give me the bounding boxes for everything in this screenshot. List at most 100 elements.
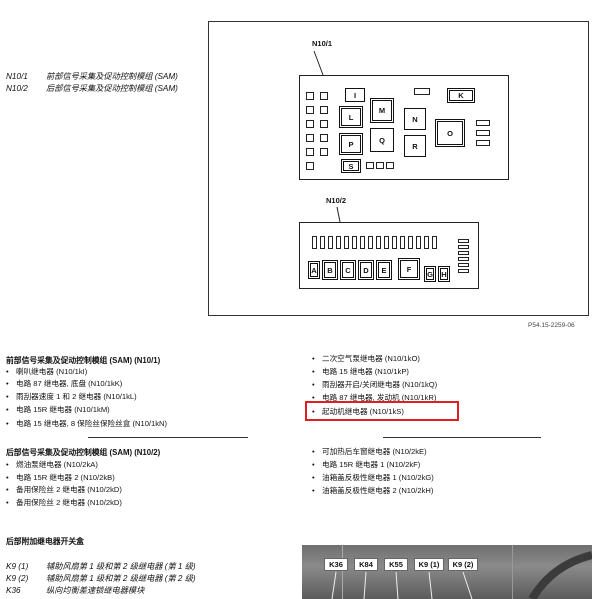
fuse-tick — [368, 236, 373, 249]
fuse-slot — [306, 134, 314, 142]
fuse-tick — [360, 236, 365, 249]
relay-b: B — [322, 260, 338, 280]
fuse-tick — [320, 236, 325, 249]
rear-sam-title: 后部信号采集及促动控制模组 (SAM) (N10/2) — [6, 448, 161, 457]
photo-wires — [331, 551, 592, 599]
relay-box-photo: K36 K84 K55 K9 (1) K9 (2) — [302, 545, 592, 599]
list-item: •电路 15R 继电器 (N10/1kM) — [6, 405, 110, 414]
legend-row-n10-1: N10/1 前部信号采集及促动控制模组 (SAM) — [6, 70, 178, 82]
list-item: •备用保险丝 2 继电器 (N10/2kD) — [6, 485, 122, 494]
fuse-slot — [320, 134, 328, 142]
list-item: •电路 87 继电器, 底盘 (N10/1kK) — [6, 379, 123, 388]
extra-title: 后部附加继电器开关盒 — [6, 537, 84, 546]
fuse-tick — [336, 236, 341, 249]
fuse-tick — [312, 236, 317, 249]
legend-code: N10/2 — [6, 84, 28, 93]
list-item: •喇叭继电器 (N10/1kI) — [6, 367, 88, 376]
fuse-tick — [376, 236, 381, 249]
relay-s: S — [341, 159, 361, 173]
photo-tag-k84: K84 — [354, 558, 378, 571]
relay-n: N — [404, 108, 426, 130]
fuse-tick — [352, 236, 357, 249]
fuse-slot — [376, 162, 384, 169]
photo-detail — [512, 545, 513, 599]
extra-item: K9 (1)辅助风扇第 1 级和第 2 级继电器 (第 1 级) — [6, 562, 196, 571]
list-item: •电路 15 继电器 (N10/1kP) — [312, 367, 409, 376]
fuse-slot — [320, 106, 328, 114]
list-item: •电路 15R 继电器 2 (N10/2kB) — [6, 473, 115, 482]
fuse-slot — [386, 162, 394, 169]
photo-tag-k9-2: K9 (2) — [448, 558, 478, 571]
list-item-highlighted: •起动机继电器 (N10/1kS) — [312, 407, 404, 416]
connector-pin — [458, 239, 469, 243]
sam-front-box: I L M N K P Q R O S — [299, 75, 509, 180]
relay-g: G — [424, 266, 436, 282]
fuse-slot — [476, 140, 490, 146]
list-item: •可加热后车窗继电器 (N10/2kE) — [312, 447, 427, 456]
divider — [383, 437, 541, 438]
relay-q: Q — [370, 128, 394, 152]
relay-e: E — [376, 260, 392, 280]
list-item: •油箱盖反极性继电器 2 (N10/2kH) — [312, 486, 434, 495]
relay-k: K — [447, 88, 475, 103]
legend-code: N10/1 — [6, 72, 28, 81]
connector-pin — [458, 269, 469, 273]
relay-o: O — [435, 119, 465, 147]
fuse-slot — [306, 148, 314, 156]
relay-i: I — [345, 88, 365, 102]
fuse-slot — [306, 162, 314, 170]
connector-pin — [458, 257, 469, 261]
fuse-tick — [328, 236, 333, 249]
relay-f: F — [398, 258, 420, 280]
divider — [88, 437, 248, 438]
fuse-slot — [306, 120, 314, 128]
fuse-slot — [476, 120, 490, 126]
relay-h: H — [438, 266, 450, 282]
legend-desc: 前部信号采集及促动控制模组 (SAM) — [46, 72, 178, 81]
fuse-slot — [306, 106, 314, 114]
legend-row-n10-2: N10/2 后部信号采集及促动控制模组 (SAM) — [6, 82, 178, 94]
figure-ref: P54.15-2259-06 — [528, 322, 575, 329]
fuse-tick — [424, 236, 429, 249]
sam-rear-box: A B C D E F G H — [299, 222, 479, 289]
list-item: •备用保险丝 2 继电器 (N10/2kD) — [6, 498, 122, 507]
relay-r: R — [404, 135, 426, 157]
front-sam-title: 前部信号采集及促动控制模组 (SAM) (N10/1) — [6, 356, 161, 365]
fuse-slot — [320, 120, 328, 128]
relay-m: M — [370, 98, 394, 123]
relay-a: A — [308, 261, 320, 279]
fuse-slot — [306, 92, 314, 100]
list-item: •二次空气泵继电器 (N10/1kO) — [312, 354, 420, 363]
relay-d: D — [358, 260, 374, 280]
fuse-tick — [344, 236, 349, 249]
extra-item: K9 (2)辅助风扇第 1 级和第 2 级继电器 (第 2 级) — [6, 574, 196, 583]
photo-detail — [342, 545, 343, 599]
fuse-slot — [366, 162, 374, 169]
fuse-tick — [432, 236, 437, 249]
fuse-slot — [414, 88, 430, 95]
list-item: •电路 15R 继电器 1 (N10/2kF) — [312, 460, 421, 469]
relay-c: C — [340, 260, 356, 280]
list-item: •雨刮器开启/关闭继电器 (N10/1kQ) — [312, 380, 438, 389]
fuse-tick — [408, 236, 413, 249]
fuse-tick — [400, 236, 405, 249]
relay-p: P — [339, 133, 363, 155]
fuse-box-diagram: N10/1 I L M N K P Q R O S — [208, 21, 589, 316]
list-item: •燃油泵继电器 (N10/2kA) — [6, 460, 98, 469]
diagram-label-n10-1: N10/1 — [311, 39, 332, 48]
relay-l: L — [339, 106, 363, 128]
leader-line — [313, 50, 324, 76]
photo-tag-k55: K55 — [384, 558, 408, 571]
diagram-label-n10-2: N10/2 — [325, 196, 346, 205]
highlight-box — [305, 401, 459, 421]
fuse-tick — [416, 236, 421, 249]
list-item: •油箱盖反极性继电器 1 (N10/2kG) — [312, 473, 434, 482]
fuse-tick — [384, 236, 389, 249]
fuse-slot — [320, 148, 328, 156]
connector-pin — [458, 251, 469, 255]
legend-desc: 后部信号采集及促动控制模组 (SAM) — [46, 84, 178, 93]
fuse-slot — [320, 92, 328, 100]
connector-pin — [458, 263, 469, 267]
list-item: •雨刮器速度 1 和 2 继电器 (N10/1kL) — [6, 392, 137, 401]
